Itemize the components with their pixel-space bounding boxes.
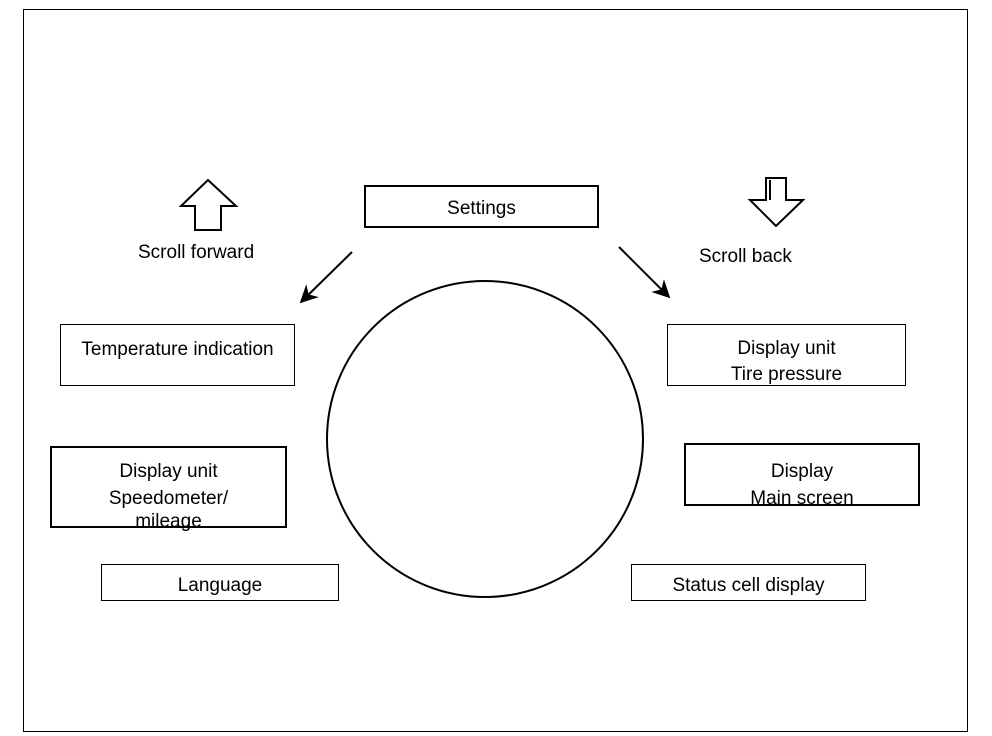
status-cell-label: Status cell display xyxy=(672,575,825,596)
settings-label: Settings xyxy=(447,198,516,219)
diagram-frame xyxy=(23,9,968,732)
menu-box-language: Language xyxy=(101,564,339,601)
scroll-wheel-circle xyxy=(326,280,644,598)
language-label: Language xyxy=(177,575,263,596)
menu-box-status-cell: Status cell display xyxy=(631,564,866,601)
speedometer-line-2: Speedometer/ xyxy=(108,488,229,509)
speedometer-line-3: mileage xyxy=(135,511,202,532)
main-screen-line-2: Main screen xyxy=(750,488,854,509)
menu-box-temperature: Temperature indication xyxy=(60,324,295,386)
arrow-down-outline-icon xyxy=(747,177,806,228)
menu-box-speedometer: Display unit Speedometer/ mileage xyxy=(50,446,287,532)
menu-box-main-screen: Display Main screen xyxy=(684,443,920,509)
settings-box: Settings xyxy=(364,185,599,228)
temperature-label: Temperature indication xyxy=(81,339,274,360)
scroll-back-label: Scroll back xyxy=(699,246,792,267)
arrow-to-right xyxy=(618,246,671,299)
tire-pressure-line-1: Display unit xyxy=(737,338,836,359)
tire-pressure-line-2: Tire pressure xyxy=(730,364,843,385)
menu-box-tire-pressure: Display unit Tire pressure xyxy=(667,324,906,386)
main-screen-line-1: Display xyxy=(770,461,834,482)
speedometer-line-1: Display unit xyxy=(119,461,218,482)
arrow-up-outline-icon xyxy=(178,178,239,231)
scroll-forward-label: Scroll forward xyxy=(138,242,255,263)
arrow-to-left xyxy=(299,251,353,304)
